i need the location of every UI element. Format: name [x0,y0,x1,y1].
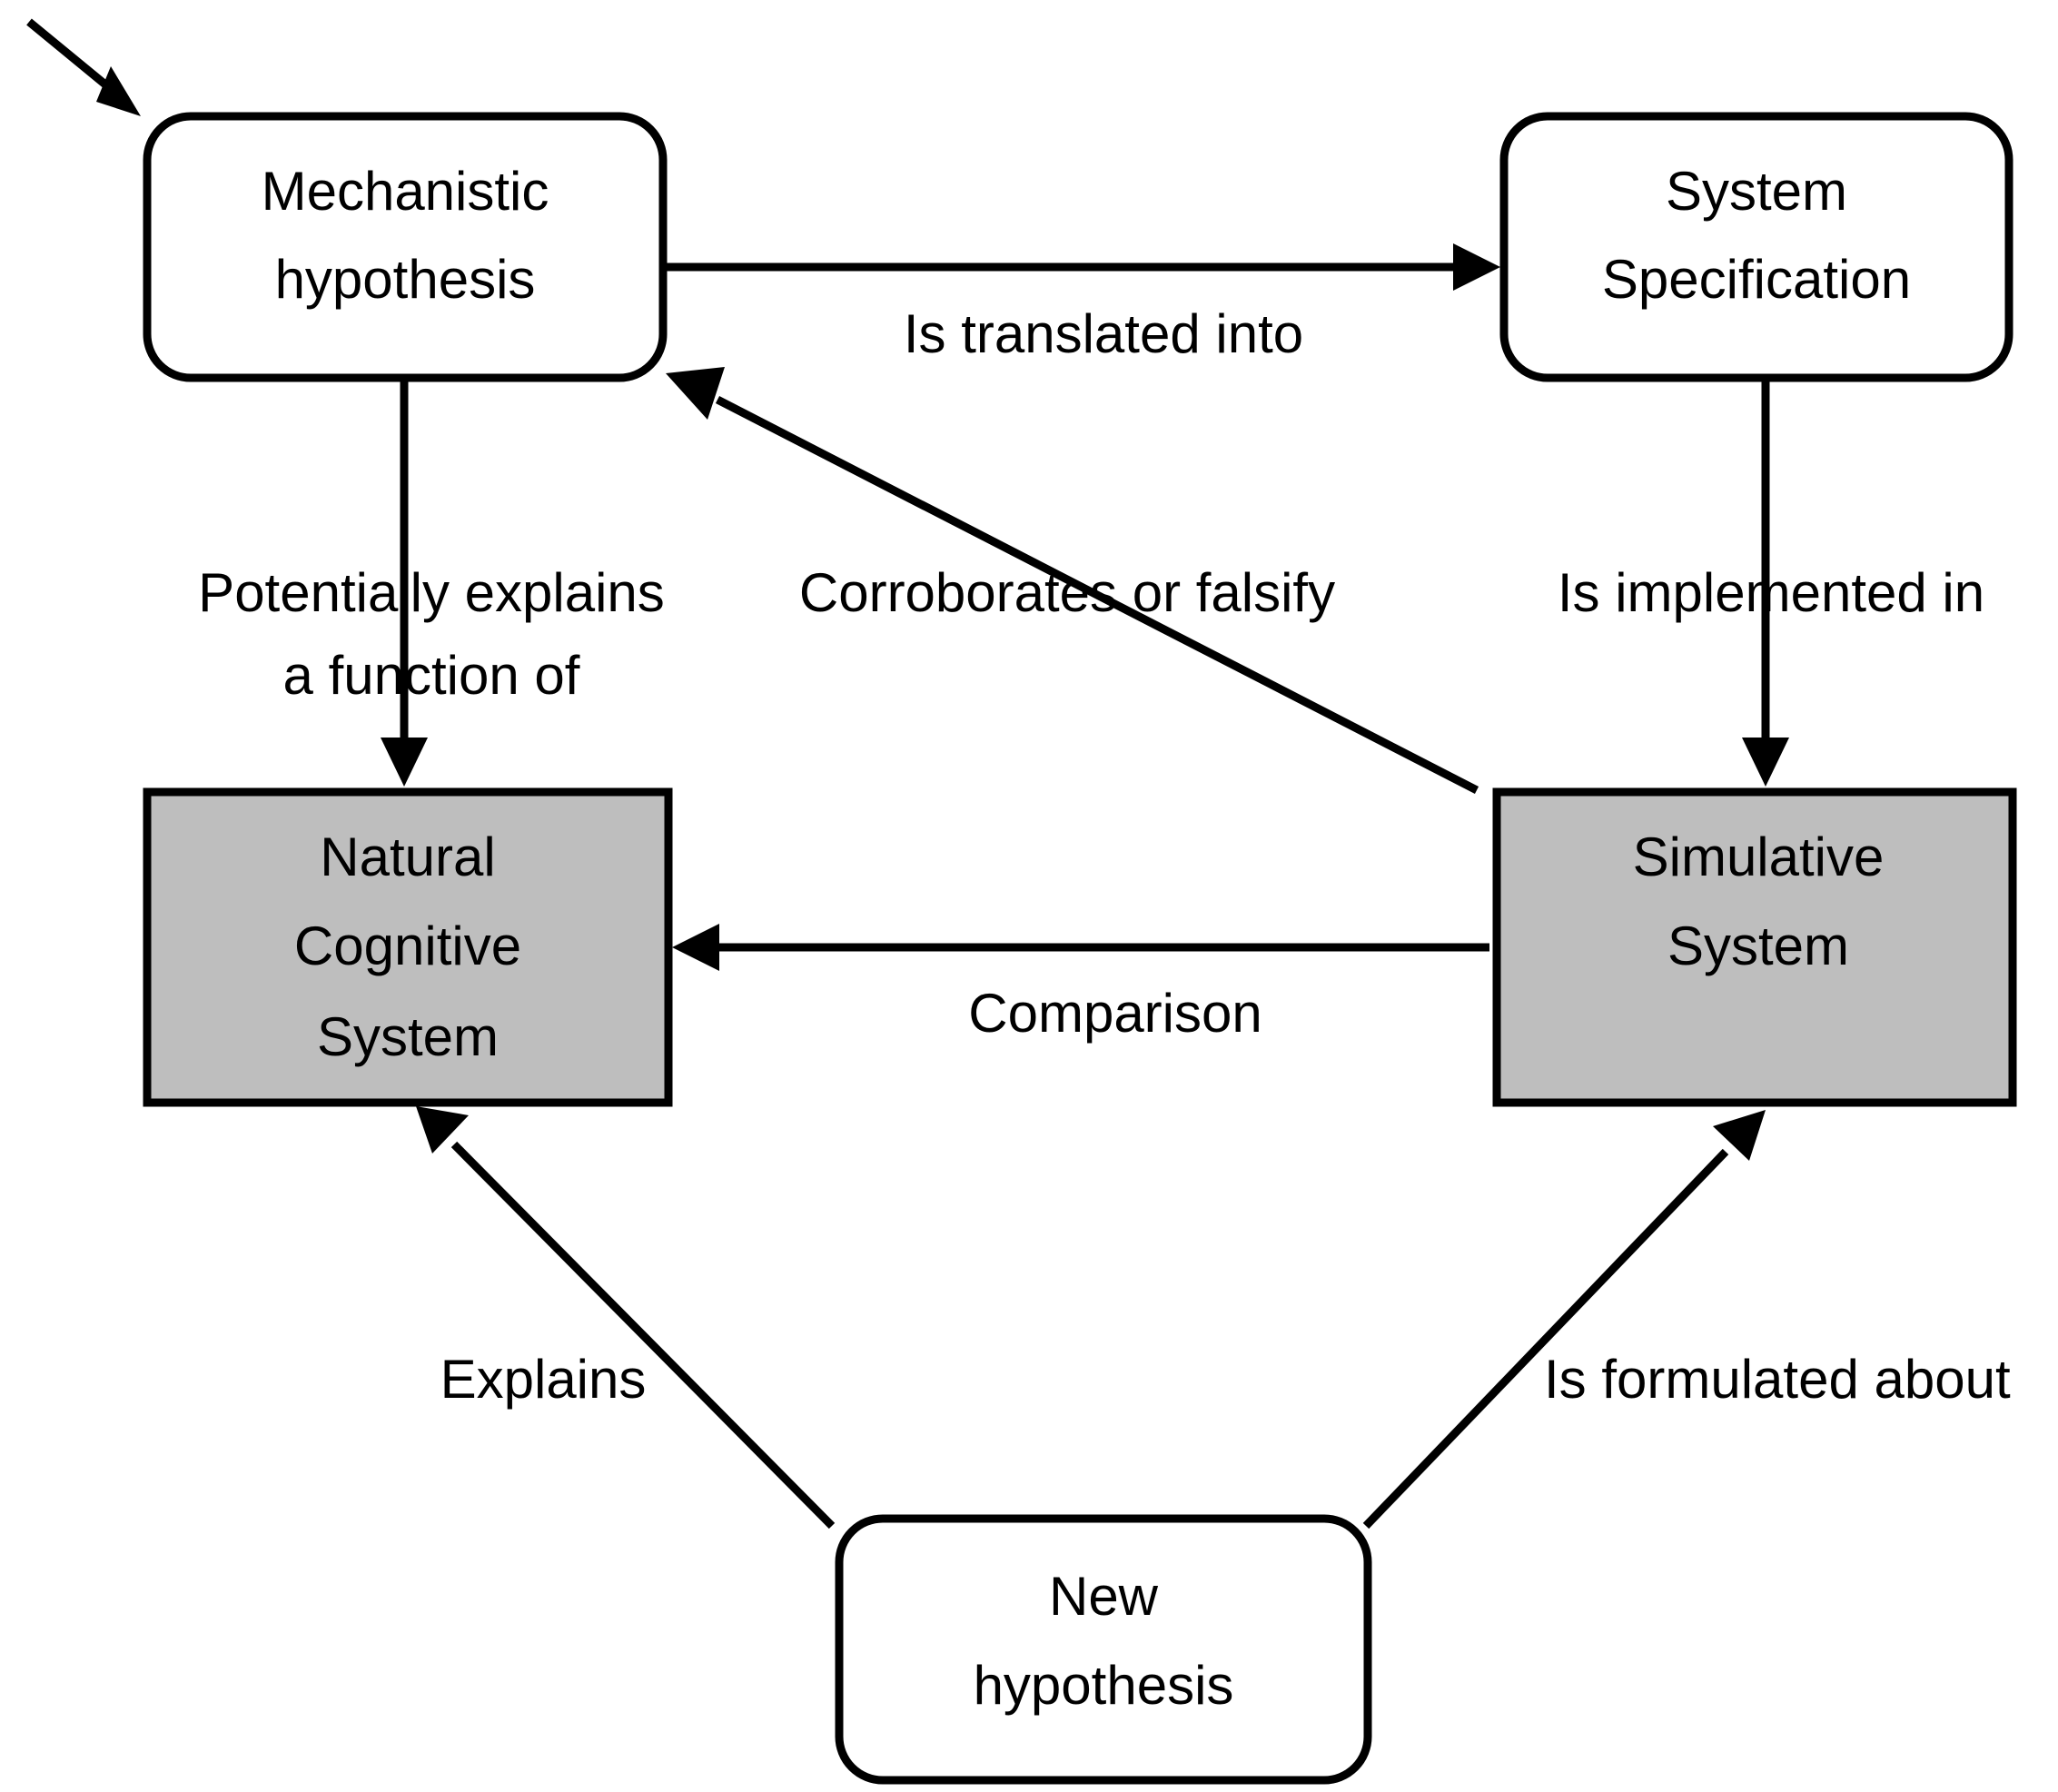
edge-incoming [26,18,141,116]
node-mechanistic-hypothesis-line-1: Mechanistic [262,161,549,222]
node-mechanistic-hypothesis-line-2: hypothesis [275,249,536,310]
node-simulative-system-line-2: System [1667,916,1849,976]
node-natural-cognitive-system-line-1: Natural [320,827,495,887]
edge-label-explains: Explains [440,1349,647,1410]
edge-label-is-implemented-in: Is implemented in [1558,562,1984,623]
edge-label-potentially-explains-line-2: a function of [283,645,580,706]
edge-potentially-explains [381,380,428,787]
node-new-hypothesis-line-2: hypothesis [974,1655,1234,1716]
node-system-specification-box[interactable] [1499,112,2013,382]
edge-is-formulated-about-line [1362,1148,1729,1530]
node-natural-cognitive-system-box[interactable] [143,787,673,1107]
edge-is-translated-into [667,243,1500,291]
node-system-specification-line-2: Specification [1602,249,1911,310]
edge-comparison [672,924,1489,971]
edge-incoming-line [26,18,114,93]
edge-comparison-arrowhead [672,924,719,971]
edge-label-corroborates-or-falsify: Corroborates or falsify [799,562,1335,623]
edge-is-formulated-about [1362,1110,1766,1530]
node-system-specification-line-1: System [1666,161,1847,222]
node-new-hypothesis[interactable]: New hypothesis [835,1514,1372,1785]
edge-corroborates-or-falsify-line [715,395,1479,795]
edge-label-potentially-explains-line-1: Potentially explains [198,562,665,623]
node-new-hypothesis-box[interactable] [835,1514,1372,1785]
edge-corroborates-or-falsify [666,367,1479,795]
edge-explains-line [450,1141,836,1530]
edge-incoming-arrowhead [96,66,141,116]
edge-label-is-translated-into: Is translated into [904,303,1303,364]
edge-label-is-formulated-about: Is formulated about [1544,1349,2011,1410]
node-simulative-system-box[interactable] [1492,787,2017,1107]
node-mechanistic-hypothesis[interactable]: Mechanistic hypothesis [143,112,668,382]
node-natural-cognitive-system[interactable]: Natural Cognitive System [143,787,673,1107]
edge-explains [416,1106,836,1530]
edge-is-formulated-about-arrowhead [1713,1110,1766,1161]
edge-is-implemented-in [1742,380,1789,787]
node-simulative-system[interactable]: Simulative System [1492,787,2017,1107]
node-simulative-system-line-1: Simulative [1633,827,1885,887]
node-new-hypothesis-line-1: New [1049,1566,1159,1627]
edge-explains-arrowhead [416,1106,469,1153]
edge-potentially-explains-arrowhead [381,738,428,787]
edge-is-implemented-in-arrowhead [1742,738,1789,787]
node-system-specification[interactable]: System Specification [1499,112,2013,382]
edge-is-translated-into-arrowhead [1453,243,1500,291]
edge-label-comparison: Comparison [968,983,1262,1044]
node-natural-cognitive-system-line-2: Cognitive [294,916,521,976]
edge-corroborates-or-falsify-arrowhead [666,367,725,420]
node-mechanistic-hypothesis-box[interactable] [143,112,668,382]
node-natural-cognitive-system-line-3: System [317,1006,499,1067]
